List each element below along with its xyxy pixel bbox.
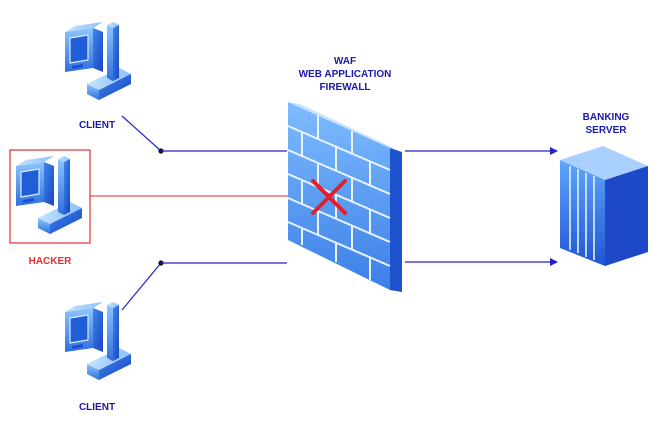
client-bottom-label: CLIENT bbox=[78, 402, 116, 413]
hacker-highlight-box bbox=[9, 149, 91, 244]
x-mark-icon bbox=[311, 179, 347, 215]
computer-icon bbox=[64, 301, 132, 381]
edge-client-bottom-junction bbox=[121, 262, 162, 311]
waf-label: WAF WEB APPLICATION FIREWALL bbox=[298, 56, 392, 93]
client-top-label: CLIENT bbox=[78, 120, 116, 131]
edge-client-top-junction bbox=[121, 115, 162, 152]
computer-icon bbox=[64, 21, 132, 101]
server-label: BANKING SERVER bbox=[582, 112, 630, 136]
computer-icon bbox=[15, 155, 83, 235]
server-rack-icon bbox=[560, 146, 648, 266]
hacker-label: HACKER bbox=[28, 256, 72, 267]
brick-wall-icon bbox=[287, 102, 402, 292]
